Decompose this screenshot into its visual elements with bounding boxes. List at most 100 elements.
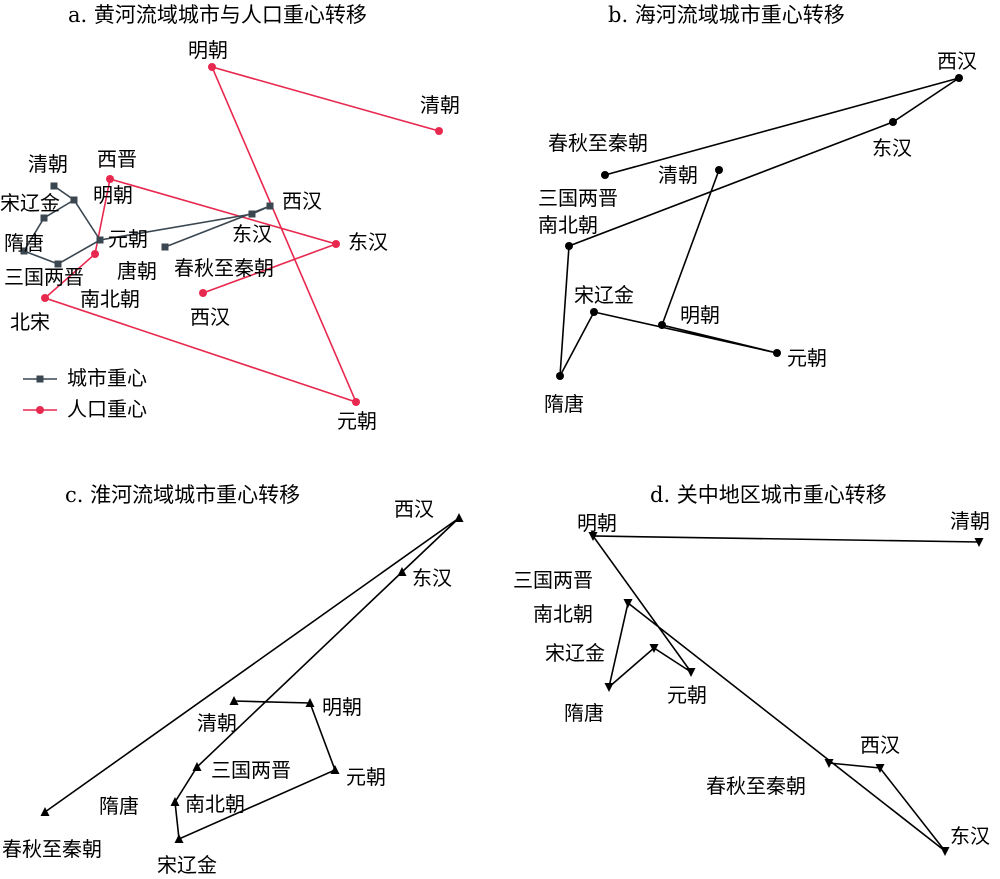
label-xihan: 西汉: [394, 497, 434, 521]
label-ming-city: 明朝: [93, 183, 133, 207]
label-yuan-city: 元朝: [108, 227, 148, 251]
label-yuan: 元朝: [346, 765, 386, 789]
population-markers: [41, 63, 443, 406]
label-beisong: 北宋: [10, 310, 50, 334]
label-yuan-pop: 元朝: [337, 409, 377, 433]
population-marker: [41, 294, 49, 302]
legend-population-label: 人口重心: [67, 397, 147, 421]
city-marker: [588, 532, 598, 541]
label-xihan: 西汉: [937, 49, 977, 73]
label-suitang: 隋唐: [544, 392, 584, 416]
label-ming: 明朝: [680, 303, 720, 327]
city-marker: [70, 196, 78, 204]
panel-c: c. 淮河流域城市重心转移 西汉 东汉 明朝 清朝 三国两晋 元朝 隋唐 南北朝…: [2, 483, 464, 877]
label-suitang: 隋唐: [4, 231, 44, 255]
panel-d-title: d. 关中地区城市重心转移: [650, 483, 887, 507]
city-marker: [590, 308, 598, 316]
label-chunqiu: 春秋至秦朝: [2, 837, 102, 861]
label-tang: 唐朝: [117, 259, 157, 283]
label-qing-city: 清朝: [28, 152, 68, 176]
population-marker: [352, 398, 360, 406]
city-markers: [556, 74, 963, 380]
city-marker: [305, 698, 315, 707]
city-marker: [773, 349, 781, 357]
panel-c-title: c. 淮河流域城市重心转移: [65, 483, 300, 507]
city-marker: [161, 243, 169, 251]
city-marker: [20, 247, 28, 255]
panel-a: a. 黄河流域城市与人口重心转移: [0, 3, 460, 433]
population-marker: [199, 289, 207, 297]
label-nanbei: 南北朝: [80, 287, 140, 311]
label-donghan-pop: 东汉: [348, 230, 388, 254]
population-marker: [332, 240, 340, 248]
label-donghan-city: 东汉: [232, 222, 272, 246]
label-nanbei: 南北朝: [185, 792, 245, 816]
label-qing: 清朝: [197, 711, 237, 735]
label-qing: 清朝: [658, 163, 698, 187]
label-ming: 明朝: [577, 511, 617, 535]
label-donghan: 东汉: [412, 566, 452, 590]
population-marker: [435, 127, 443, 135]
city-marker: [229, 696, 239, 705]
label-songliaojin: 宋辽金: [574, 283, 634, 307]
city-markers: [20, 182, 274, 268]
city-path: [559, 77, 960, 377]
label-xihan: 西汉: [860, 733, 900, 757]
city-marker: [170, 797, 180, 806]
city-markers: [588, 532, 984, 856]
label-suitang: 隋唐: [564, 701, 604, 725]
label-sanguo: 三国两晋: [513, 568, 593, 592]
label-xihan-city: 西汉: [282, 189, 322, 213]
city-marker: [875, 764, 885, 773]
population-marker: [91, 250, 99, 258]
city-marker: [96, 236, 104, 244]
label-sanguo: 三国两晋: [538, 186, 618, 210]
panel-b-title: b. 海河流域城市重心转移: [608, 3, 845, 27]
city-marker: [601, 171, 609, 179]
label-chunqiu: 春秋至秦朝: [548, 131, 648, 155]
label-nanbei: 南北朝: [533, 602, 593, 626]
city-path: [44, 517, 460, 841]
label-yuan: 元朝: [667, 683, 707, 707]
city-marker: [454, 513, 464, 522]
label-songliaojin: 宋辽金: [0, 191, 60, 215]
city-marker: [40, 214, 48, 222]
city-marker: [940, 847, 950, 856]
city-marker: [649, 644, 659, 653]
label-donghan: 东汉: [872, 136, 912, 160]
population-marker: [208, 63, 216, 71]
label-ming-pop: 明朝: [188, 38, 228, 62]
panel-b: b. 海河流域城市重心转移 西汉 春秋至秦朝 东汉 清朝 三国两晋 南北朝 宋辽…: [538, 3, 977, 416]
city-marker: [604, 683, 614, 692]
city-markers: [40, 513, 464, 843]
population-path: [43, 65, 440, 404]
legend: 城市重心 人口重心: [23, 366, 147, 421]
city-marker: [686, 668, 696, 677]
city-marker: [889, 118, 897, 126]
label-songliaojin: 宋辽金: [157, 853, 217, 877]
legend-city-label: 城市重心: [67, 366, 147, 390]
label-donghan: 东汉: [950, 824, 990, 848]
legend-population-marker: [36, 406, 44, 414]
city-marker: [174, 834, 184, 843]
label-chunqiu: 春秋至秦朝: [706, 774, 806, 798]
city-marker: [955, 74, 963, 82]
label-xijin: 西晋: [97, 147, 137, 171]
city-marker: [192, 762, 202, 771]
label-nanbei: 南北朝: [538, 213, 598, 237]
city-marker: [50, 182, 58, 190]
city-marker: [248, 210, 256, 218]
city-marker: [556, 372, 564, 380]
city-marker: [266, 202, 274, 210]
label-sanguo: 三国两晋: [4, 265, 84, 289]
population-marker: [106, 175, 114, 183]
city-path: [591, 535, 980, 852]
city-marker: [397, 567, 407, 576]
legend-city-marker: [36, 375, 44, 383]
label-qing-pop: 清朝: [420, 93, 460, 117]
city-marker: [40, 807, 50, 816]
label-suitang: 隋唐: [99, 794, 139, 818]
city-marker: [54, 260, 62, 268]
label-yuan: 元朝: [787, 346, 827, 370]
